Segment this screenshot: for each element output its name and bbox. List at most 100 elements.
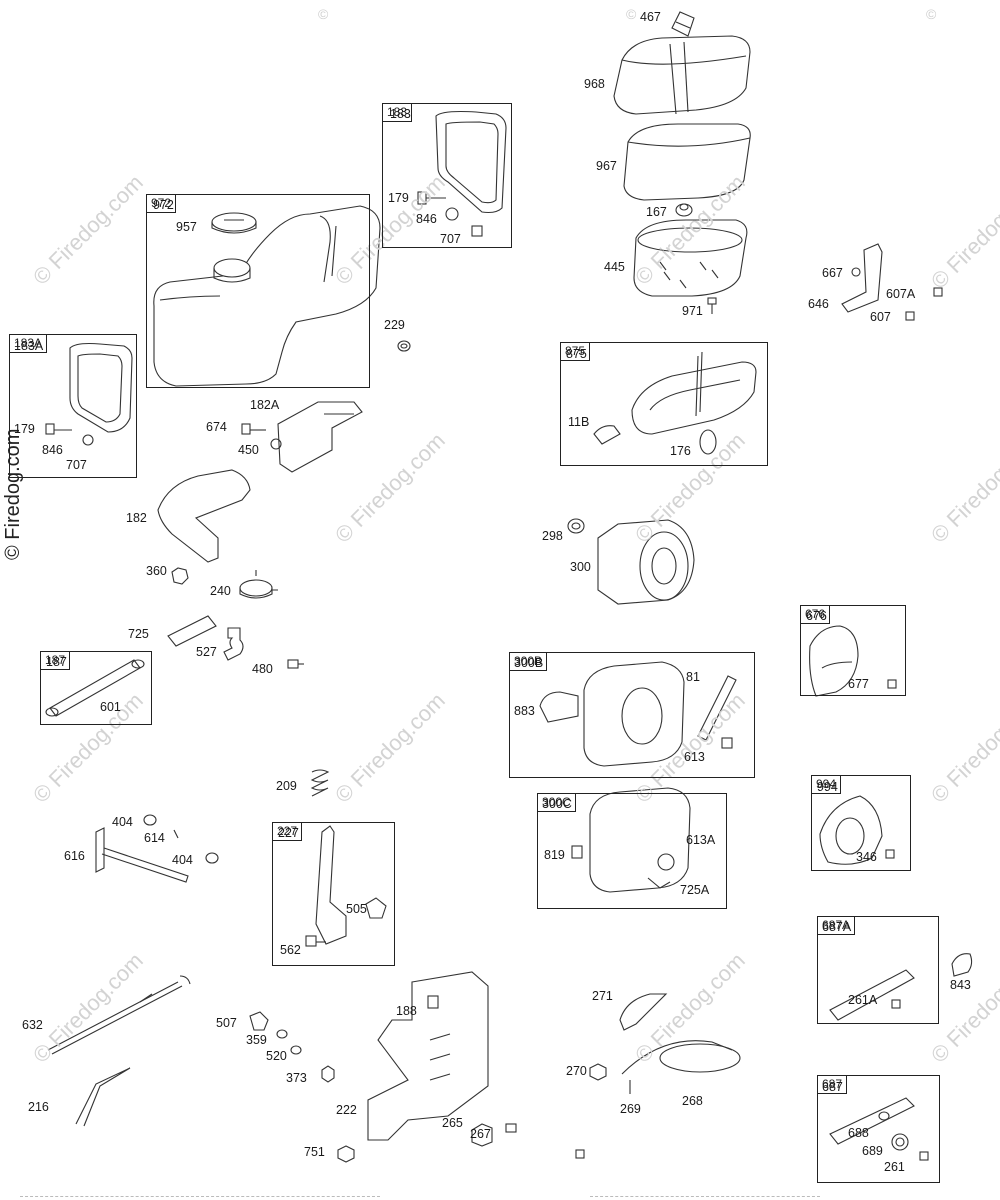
part-label-616: 616	[64, 849, 85, 863]
part-label-209: 209	[276, 779, 297, 793]
part-445-drawing	[633, 219, 748, 297]
part-label-265: 265	[442, 1116, 463, 1130]
group-tag: 875	[561, 343, 591, 361]
part-229-drawing	[397, 340, 411, 352]
part-968-drawing	[613, 35, 751, 115]
part-label-268: 268	[682, 1094, 703, 1108]
part-label-167: 167	[646, 205, 667, 219]
part-label-450: 450	[238, 443, 259, 457]
part-label-505: 505	[346, 902, 367, 916]
part-751-drawing	[337, 1145, 355, 1163]
part-label-971: 971	[682, 304, 703, 318]
part-687-drawing	[829, 1097, 929, 1161]
part-label-404b: 404	[172, 853, 193, 867]
part-label-11B: 11B	[568, 415, 590, 429]
part-label-613: 613	[684, 750, 705, 764]
part-label-751: 751	[304, 1145, 325, 1159]
part-994-drawing	[819, 795, 895, 865]
part-label-179: 179	[388, 191, 409, 205]
part-227-drawing	[305, 825, 387, 947]
group-tag: 972	[147, 195, 177, 213]
part-label-507: 507	[216, 1016, 237, 1030]
part-label-183A: 183A	[14, 339, 44, 353]
watermark-icon-1: ©	[318, 6, 329, 22]
part-label-667: 667	[822, 266, 843, 280]
part-label-300B: 300B	[514, 656, 544, 670]
part-265-drawing	[471, 1123, 493, 1147]
part-label-843: 843	[950, 978, 971, 992]
part-label-707: 707	[440, 232, 461, 246]
part-label-676: 676	[806, 609, 827, 623]
group-box-227: 227	[272, 822, 395, 966]
group-box-676: 676	[800, 605, 906, 696]
part-179-183-drawing	[417, 191, 483, 237]
part-527-drawing	[223, 627, 244, 661]
part-label-480: 480	[252, 662, 273, 676]
part-480-drawing	[287, 659, 304, 669]
group-tag: 300B	[510, 653, 548, 671]
part-167-drawing	[675, 203, 693, 217]
part-467-drawing	[671, 11, 695, 37]
part-209-drawing	[310, 769, 330, 797]
part-182-drawing	[157, 469, 251, 563]
group-box-687: 687	[817, 1075, 940, 1183]
part-label-179b: 179	[14, 422, 35, 436]
part-label-819: 819	[544, 848, 565, 862]
part-216-drawing	[75, 1067, 131, 1127]
part-667-drawing	[841, 243, 943, 321]
part-label-688: 688	[848, 1126, 869, 1140]
part-label-527: 527	[196, 645, 217, 659]
part-label-674: 674	[206, 420, 227, 434]
part-271-drawing	[619, 993, 668, 1031]
part-373-drawing	[321, 1065, 335, 1083]
part-label-607: 607	[870, 310, 891, 324]
part-label-467: 467	[640, 10, 661, 24]
part-label-182A: 182A	[250, 398, 280, 412]
part-632-drawing	[47, 975, 191, 1055]
part-label-646: 646	[808, 297, 829, 311]
part-298-drawing	[567, 518, 585, 534]
part-label-227: 227	[278, 826, 299, 840]
part-label-298: 298	[542, 529, 563, 543]
part-label-689: 689	[862, 1144, 883, 1158]
part-label-687A: 687A	[822, 920, 852, 934]
part-label-994: 994	[817, 780, 838, 794]
group-tag: 676	[801, 606, 831, 624]
part-label-601: 601	[100, 700, 121, 714]
part-label-972: 972	[153, 198, 174, 212]
part-268-drawing	[621, 1040, 741, 1075]
part-label-269: 269	[620, 1102, 641, 1116]
group-tag: 300C	[538, 794, 576, 812]
part-label-967: 967	[596, 159, 617, 173]
part-507-drawing	[249, 1011, 269, 1031]
part-359-drawing	[276, 1029, 288, 1039]
part-label-81: 81	[686, 670, 700, 684]
part-label-883: 883	[514, 704, 535, 718]
watermark-icon-2: ©	[626, 6, 637, 22]
group-box-687A: 687A	[817, 916, 939, 1024]
part-label-445: 445	[604, 260, 625, 274]
part-520-drawing	[290, 1045, 302, 1055]
part-300B-drawing	[539, 661, 737, 767]
group-box-994: 994	[811, 775, 911, 871]
group-tag: 183A	[10, 335, 48, 353]
part-183-drawing	[435, 110, 507, 214]
part-971-drawing	[707, 297, 717, 314]
group-box-300B: 300B	[509, 652, 755, 778]
part-label-187: 187	[46, 655, 67, 669]
part-222-drawing	[367, 971, 489, 1141]
part-label-182: 182	[126, 511, 147, 525]
part-label-614: 614	[144, 831, 165, 845]
part-label-267: 267	[470, 1127, 491, 1141]
part-182A-drawing	[241, 401, 363, 473]
group-box-183: 183	[382, 103, 512, 248]
group-tag: 687	[818, 1076, 848, 1094]
part-label-346: 346	[856, 850, 877, 864]
part-label-229: 229	[384, 318, 405, 332]
group-box-300C: 300C	[537, 793, 727, 909]
part-label-725: 725	[128, 627, 149, 641]
part-967-drawing	[623, 123, 751, 201]
part-label-613A: 613A	[686, 833, 716, 847]
group-box-187: 187	[40, 651, 152, 725]
